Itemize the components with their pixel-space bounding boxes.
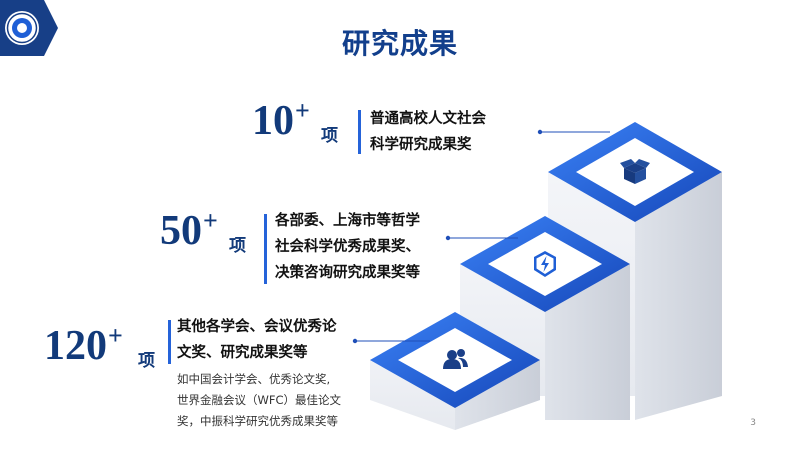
page-number: 3 [750,418,756,428]
item-1-description: 普通高校人文社会 科学研究成果奖 [370,111,486,153]
item-3-number: 120+ [44,323,123,369]
item-2-description: 各部委、上海市等哲学 社会科学优秀成果奖、 决策咨询研究成果奖等 [275,213,420,281]
item-2-number: 50+ [160,208,218,254]
item-1-number: 10+ [252,98,310,144]
cube-icon [620,159,650,184]
item-3-examples: 如中国会计学会、优秀论文奖, 世界金融会议（WFC）最佳论文 奖，中振科学研究优… [177,372,342,428]
university-logo [0,0,58,56]
item-1-unit: 项 [321,126,338,146]
item-3-accent-bar [168,320,171,364]
item-3-plus: + [108,321,123,350]
item-2-accent-bar [264,214,267,284]
item-1-number-value: 10 [252,98,294,144]
lightning-shield-icon [534,251,556,277]
connector-lines [352,129,610,344]
item-2-number-value: 50 [160,208,202,254]
item-3-number-value: 120 [44,323,107,369]
page-title: 研究成果 [341,27,458,60]
item-3-description: 其他各学会、会议优秀论 文奖、研究成果奖等 [177,319,337,361]
users-icon [443,349,468,369]
item-1-plus: + [295,96,310,125]
item-2-plus: + [203,206,218,235]
item-2-unit: 项 [229,236,246,256]
item-1-accent-bar [358,110,361,154]
item-3-unit: 项 [138,351,155,371]
